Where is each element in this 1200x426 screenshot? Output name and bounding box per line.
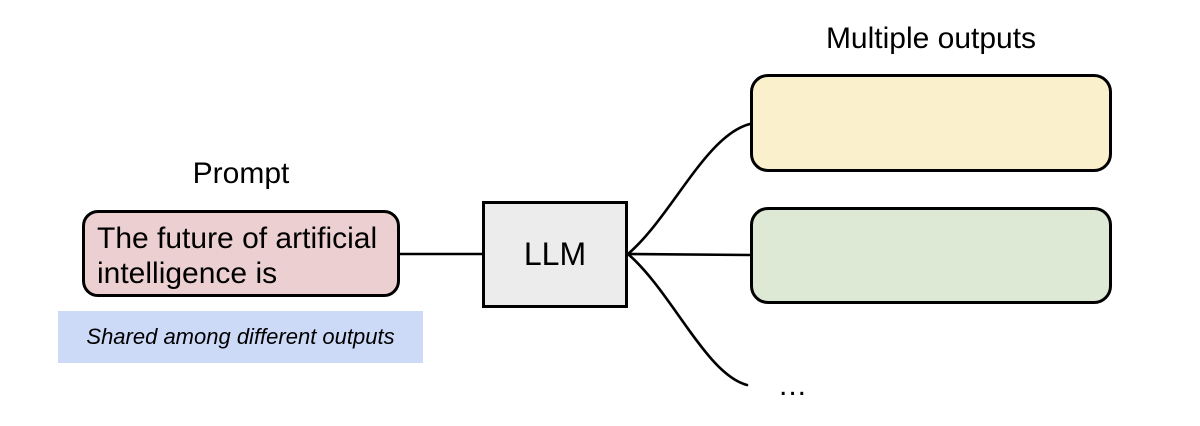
output-box-2	[750, 207, 1112, 304]
connector-llm-to-more-outputs	[626, 252, 749, 387]
prompt-title: Prompt	[192, 157, 290, 190]
more-outputs-ellipsis: ...	[779, 369, 808, 402]
llm-box: LLM	[482, 201, 628, 308]
connector-llm-to-output-2	[626, 252, 752, 257]
output-box-1	[750, 74, 1112, 172]
shared-prompt-note-text: Shared among different outputs	[86, 324, 395, 349]
shared-prompt-note: Shared among different outputs	[58, 311, 423, 363]
multiple-outputs-title: Multiple outputs	[825, 22, 1037, 55]
llm-box-label: LLM	[523, 236, 587, 272]
prompt-box: The future of artificial intelligence is	[82, 210, 400, 297]
connector-llm-to-output-1	[626, 122, 752, 256]
prompt-box-text: The future of artificial intelligence is	[97, 222, 378, 290]
